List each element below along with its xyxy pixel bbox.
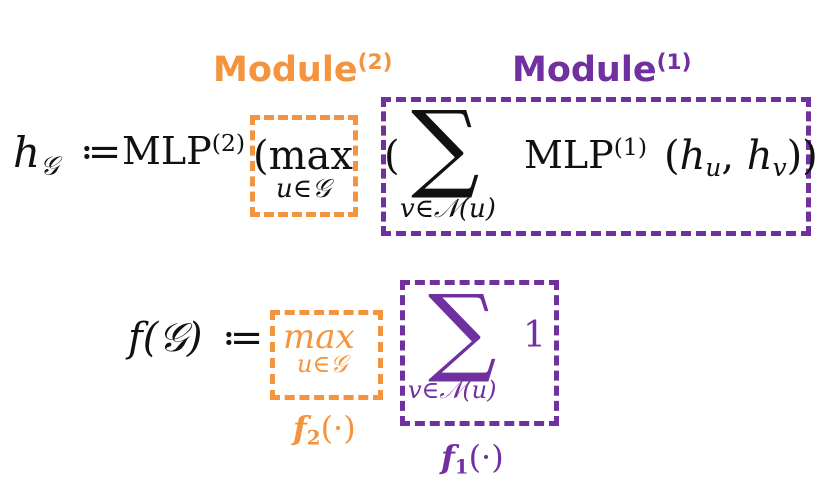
- f1-box: [400, 280, 559, 426]
- eq1-sum-sub: v∈𝒩(u): [400, 194, 496, 224]
- module2-box: [250, 115, 358, 217]
- eq2-assign: ≔: [222, 315, 264, 361]
- module2-label-word: Module: [213, 49, 358, 90]
- module1-label-sup: (1): [656, 50, 692, 75]
- module2-label-sup: (2): [357, 50, 393, 75]
- eq1-lhs: h𝒢: [13, 132, 59, 182]
- f2-arg: (·): [320, 409, 356, 447]
- eq1-arg-close: )): [786, 133, 818, 179]
- f1-label: f1(·): [441, 441, 504, 477]
- eq1-mlp2: MLP(2): [122, 129, 246, 173]
- eq1-h2-sub: v: [772, 152, 787, 182]
- eq2-max-sub: u∈𝒢: [297, 350, 348, 378]
- eq2-sum-symbol: ∑: [428, 274, 497, 386]
- f1-sub: 1: [454, 454, 469, 479]
- eq1-arg-open: (: [664, 133, 680, 179]
- f2-sub: 2: [306, 425, 321, 450]
- f1-name: f: [441, 438, 455, 476]
- eq2-sum-sub: v∈𝒩(u): [408, 376, 497, 404]
- eq1-open-paren: (: [384, 133, 400, 179]
- eq1-max-sub: u∈𝒢: [276, 174, 331, 204]
- f2-name: f: [293, 409, 307, 447]
- eq1-lhs-sub: 𝒢: [40, 151, 59, 182]
- f1-arg: (·): [468, 438, 504, 476]
- eq2-max: max: [283, 317, 355, 357]
- eq1-sum-symbol: ∑: [411, 90, 480, 202]
- module2-label: Module(2): [213, 52, 393, 88]
- module1-label-word: Module: [512, 49, 657, 90]
- eq1-h2: h: [746, 133, 773, 179]
- eq1-mlp1-name: MLP: [524, 133, 614, 177]
- eq1-max: (max: [253, 133, 353, 179]
- eq2-lhs: f(𝒢): [128, 315, 203, 361]
- eq1-h1: h: [679, 133, 706, 179]
- eq1-h1-sub: u: [705, 152, 722, 182]
- f2-box: [270, 310, 383, 400]
- eq1-mlp1-sup: (1): [613, 133, 648, 162]
- eq1-mlp2-name: MLP: [122, 129, 212, 173]
- f2-label: f2(·): [293, 412, 356, 448]
- module1-box: [381, 97, 811, 236]
- eq1-assign: ≔: [80, 129, 122, 175]
- eq2-one: 1: [523, 315, 546, 356]
- module1-label: Module(1): [512, 52, 692, 88]
- eq1-lhs-var: h: [13, 128, 41, 177]
- eq1-mlp2-sup: (2): [211, 129, 246, 158]
- eq1-comma: ,: [721, 133, 735, 179]
- eq1-args: (hu, hv)): [664, 136, 818, 181]
- eq1-mlp1: MLP(1): [524, 133, 648, 177]
